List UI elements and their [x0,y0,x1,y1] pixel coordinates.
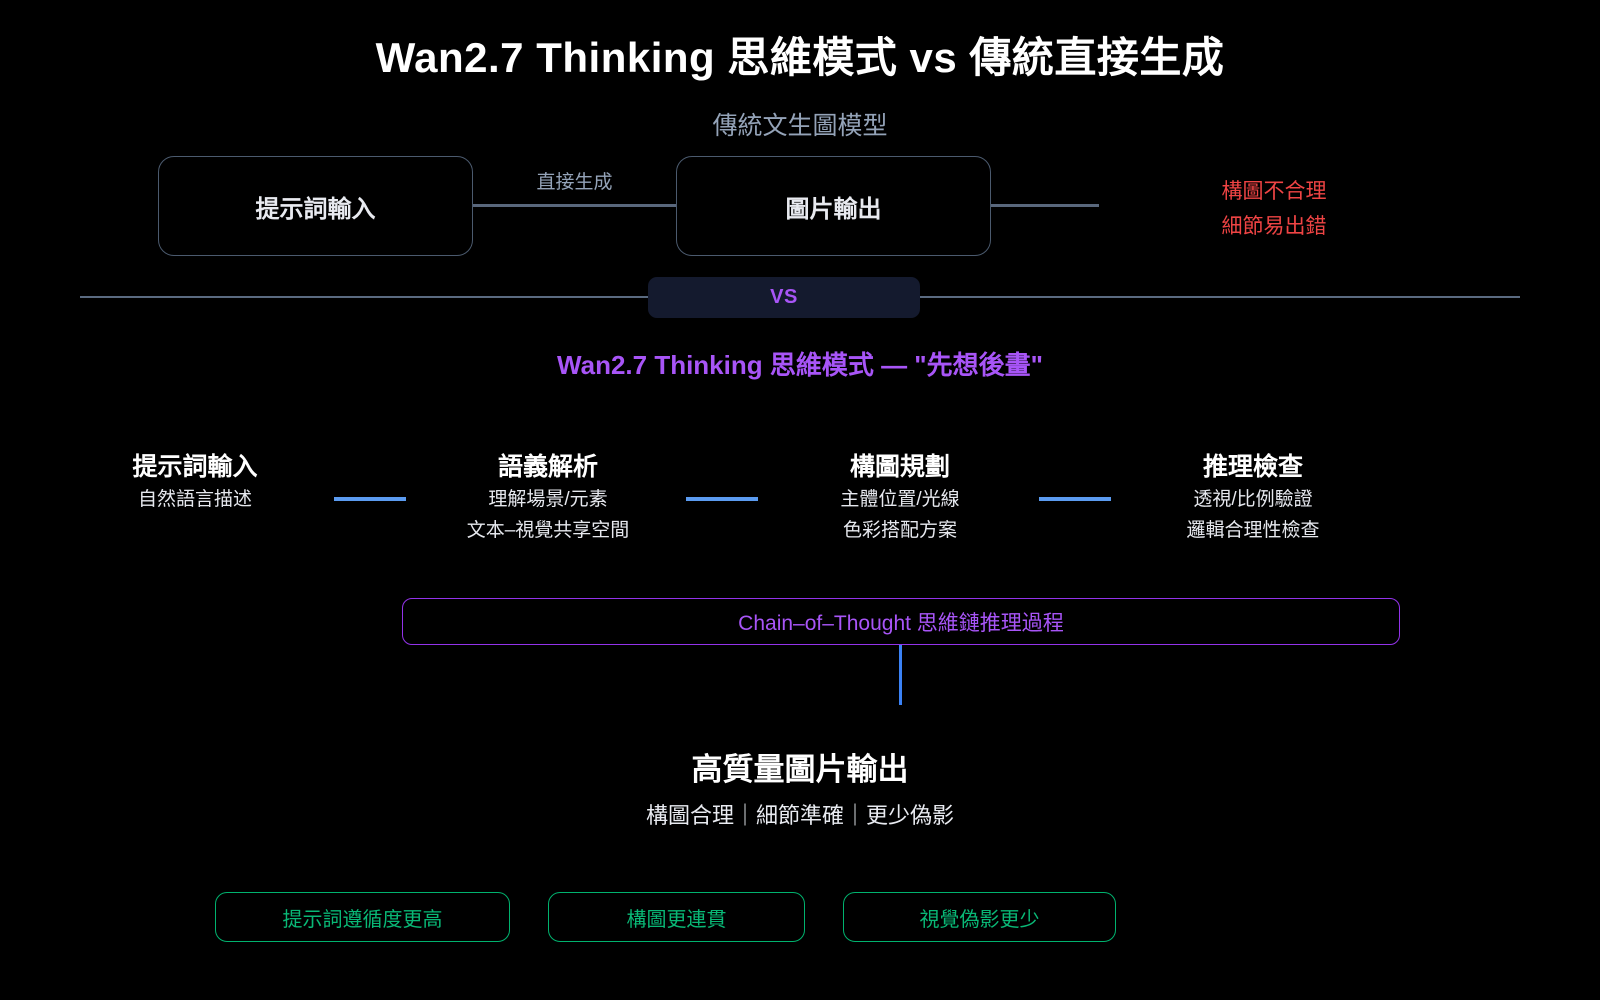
traditional-section-label: 傳統文生圖模型 [712,112,888,140]
step-detail: 邏輯合理性檢查 [1186,520,1320,541]
pipeline-step-semantic-parsing: 語義解析 理解場景/元素 文本–視覺共享空間 [403,450,693,546]
vs-badge: VS [648,277,920,318]
traditional-connector-line-right [991,204,1099,207]
step-detail: 自然語言描述 [137,489,252,510]
warning-text-composition: 構圖不合理 [1221,180,1327,203]
benefit-badge-composition-coherence: 構圖更連貫 [548,892,805,942]
step-title: 語義解析 [497,453,598,481]
chain-of-thought-stem-connector [899,645,902,705]
traditional-image-output-node: 圖片輸出 [676,156,991,256]
chain-of-thought-box: Chain–of–Thought 思維鏈推理過程 [402,598,1400,645]
benefit-badge-prompt-adherence: 提示詞遵循度更高 [215,892,510,942]
final-output-title: 高質量圖片輸出 [691,752,909,787]
step-title: 提示詞輸入 [132,453,258,481]
step-title: 推理檢查 [1202,453,1303,481]
pipeline-connector-1 [334,497,406,501]
divider-line-left [80,296,648,298]
pipeline-connector-3 [1039,497,1111,501]
pipeline-step-reasoning-check: 推理檢查 透視/比例驗證 邏輯合理性檢查 [1108,450,1398,546]
traditional-warnings: 構圖不合理 細節易出錯 [1158,174,1390,244]
warning-text-details: 細節易出錯 [1221,215,1327,238]
step-detail: 文本–視覺共享空間 [466,520,630,541]
page-title: Wan2.7 Thinking 思維模式 vs 傳統直接生成 [375,34,1225,81]
step-detail: 透視/比例驗證 [1193,489,1313,510]
step-title: 構圖規劃 [849,453,950,481]
pipeline-connector-2 [686,497,758,501]
step-detail: 色彩搭配方案 [842,520,957,541]
step-detail: 理解場景/元素 [488,489,608,510]
traditional-connector-line-left [473,204,676,207]
pipeline-step-composition-planning: 構圖規劃 主體位置/光線 色彩搭配方案 [755,450,1045,546]
step-detail: 主體位置/光線 [840,489,960,510]
pipeline-step-prompt-input: 提示詞輸入 自然語言描述 [50,450,340,515]
benefit-badge-fewer-artifacts: 視覺偽影更少 [843,892,1116,942]
traditional-edge-label: 直接生成 [536,172,613,193]
divider-line-right [920,296,1520,298]
traditional-prompt-input-node: 提示詞輸入 [158,156,473,256]
thinking-subtitle: Wan2.7 Thinking 思維模式 — "先想後畫" [557,350,1043,380]
final-output-subtitle: 構圖合理｜細節準確｜更少偽影 [645,803,954,828]
